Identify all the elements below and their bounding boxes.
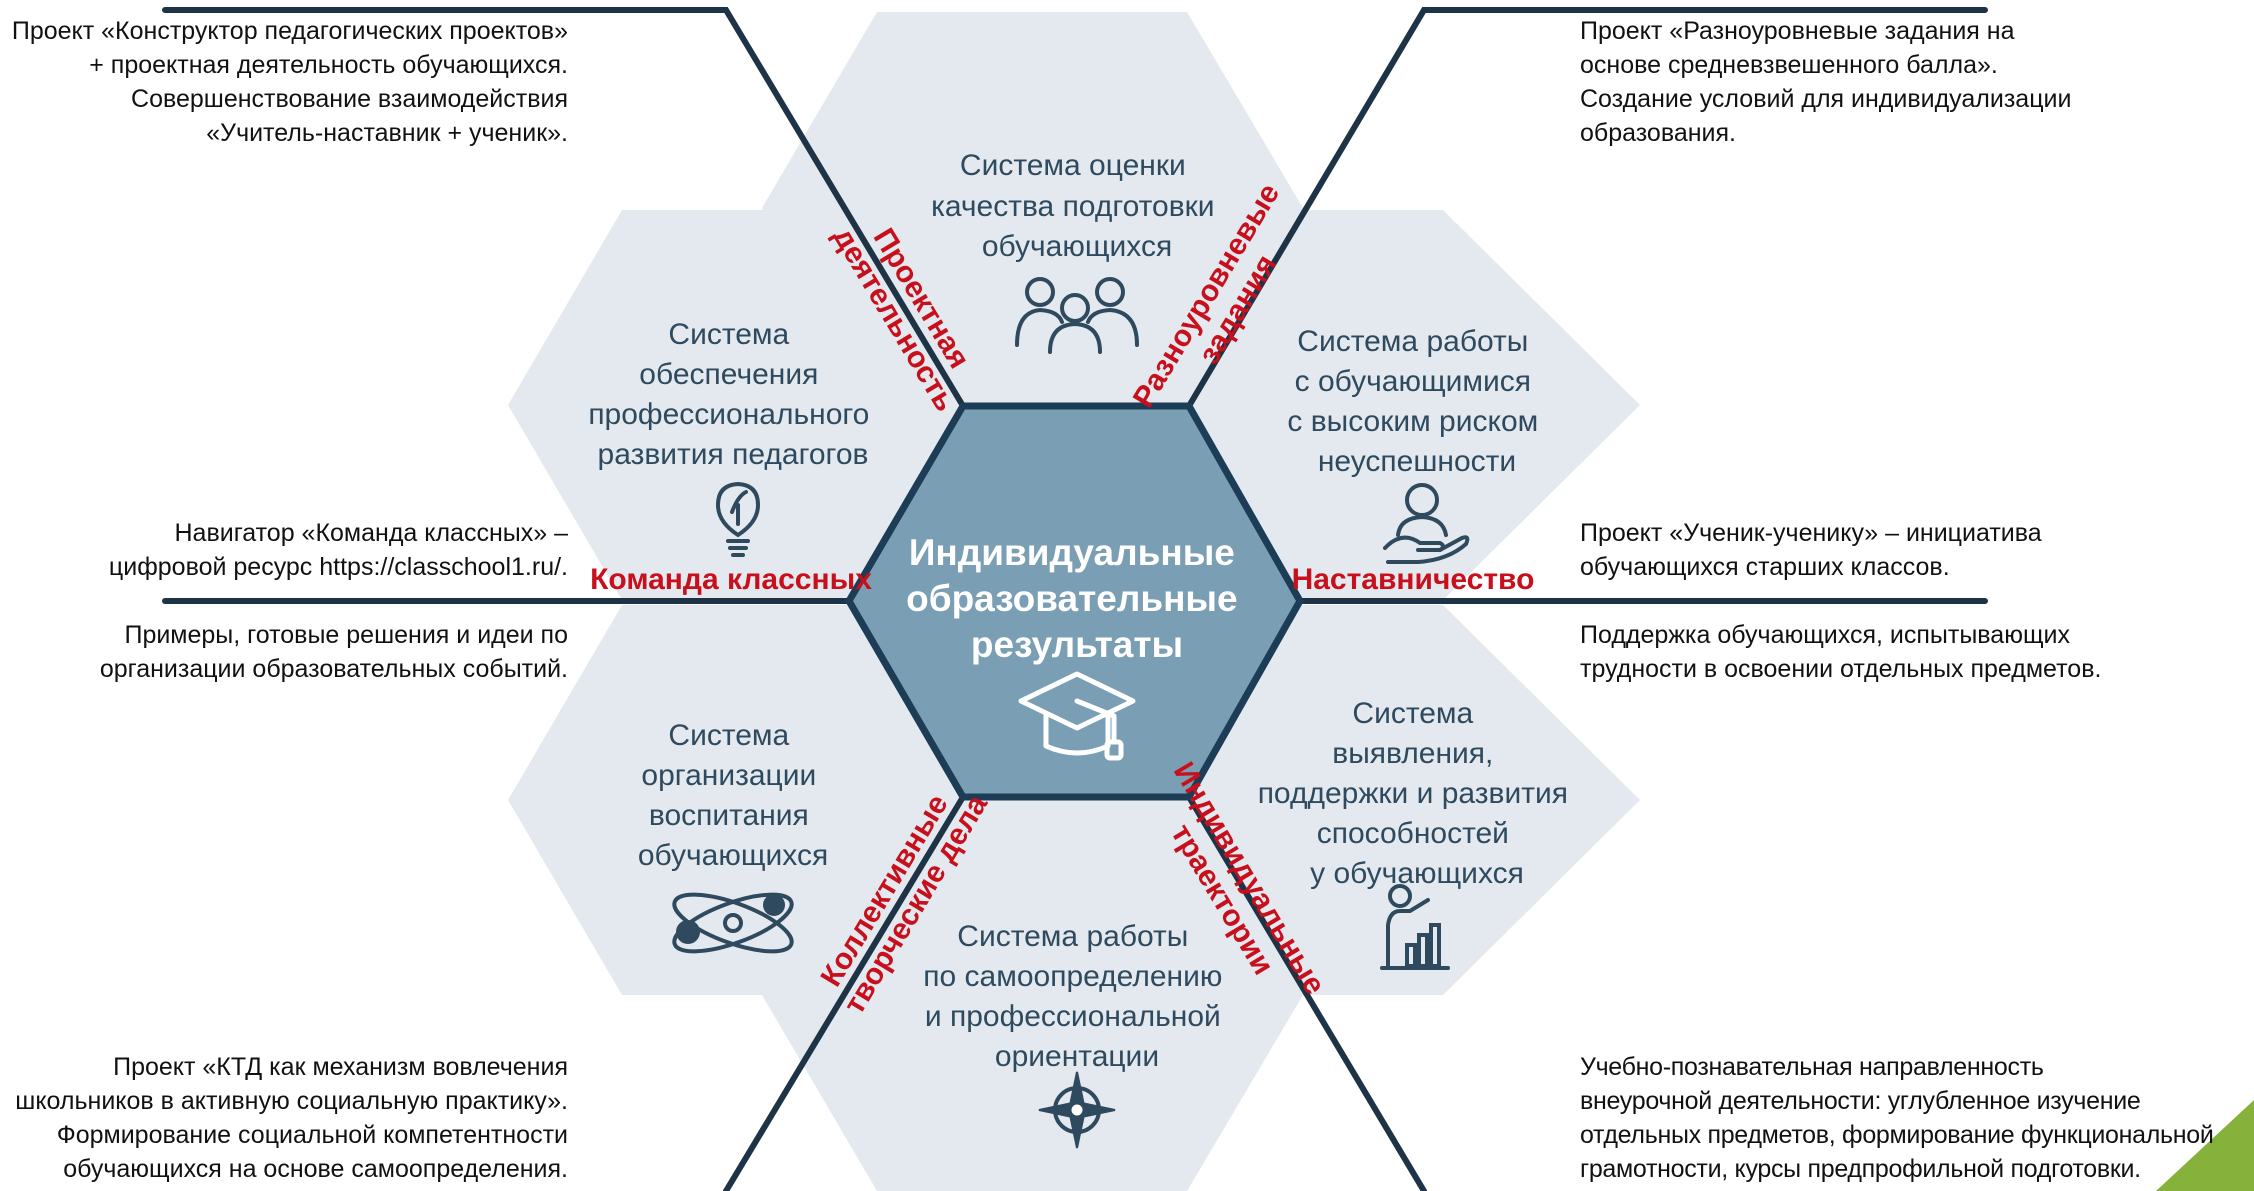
note-bottom-left: Проект «КТД как механизм вовлечения школ… bbox=[15, 1053, 568, 1183]
hexagon-upper-left-line-3: профессионального bbox=[588, 398, 869, 431]
hexagon-upper-left-line-4: развития педагогов bbox=[598, 438, 869, 471]
note-mid-right-lower: Поддержка обучающихся, испытывающих труд… bbox=[1580, 621, 2102, 683]
hexagon-upper-left bbox=[508, 210, 961, 600]
hexagon-bottom bbox=[762, 800, 1303, 1191]
hexagon-top-line-1: Система оценки bbox=[960, 149, 1186, 182]
note-bottom-right: Учебно-познавательная направленность вне… bbox=[1580, 1053, 2214, 1183]
hexagon-lower-left-line-3: воспитания bbox=[649, 799, 809, 832]
hexagon-upper-right-line-2: с обучающимися bbox=[1295, 365, 1531, 398]
hexagon-lower-right-line-2: выявления, bbox=[1332, 737, 1493, 770]
center-title-line-1: Индивидуальные bbox=[909, 532, 1235, 573]
hexagon-lower-left-line-2: организации bbox=[641, 759, 816, 792]
line-top-right bbox=[1186, 7, 1988, 409]
note-mid-right-upper: Проект «Ученик-ученику» – инициатива обу… bbox=[1580, 519, 2042, 581]
hexagon-upper-right-line-1: Система работы bbox=[1297, 325, 1528, 358]
hexagon-bottom-line-2: по самоопределению bbox=[923, 960, 1222, 993]
hexagon-upper-right-title: Система работы с обучающимися с высоким … bbox=[1287, 325, 1546, 478]
hexagon-lower-right-line-5: у обучающихся bbox=[1310, 857, 1524, 890]
hexagon-upper-left-line-1: Система bbox=[668, 318, 789, 351]
center-title: Индивидуальные образовательные результат… bbox=[906, 532, 1248, 665]
hexagon-top-line-2: качества подготовки bbox=[931, 190, 1214, 223]
line-bottom-left bbox=[723, 794, 966, 1191]
hexagon-top-line-3: обучающихся bbox=[982, 230, 1172, 263]
connector-lines bbox=[162, 7, 1988, 1191]
label-class-team: Команда классных bbox=[590, 563, 872, 596]
note-mid-left-upper: Навигатор «Команда классных» – цифровой … bbox=[108, 519, 568, 581]
note-top-left: Проект «Конструктор педагогических проек… bbox=[11, 17, 568, 147]
hexagon-lower-right-title: Система выявления, поддержки и развития … bbox=[1258, 697, 1577, 890]
hexagon-lower-left-line-1: Система bbox=[668, 719, 789, 752]
compass-icon bbox=[1038, 1071, 1116, 1149]
atom-icon bbox=[672, 892, 794, 954]
center-title-line-3: результаты bbox=[971, 624, 1183, 665]
hexagon-bottom-line-4: ориентации bbox=[995, 1040, 1159, 1073]
hexagon-lower-left-line-4: обучающихся bbox=[638, 839, 828, 872]
hand-support-icon bbox=[1383, 483, 1470, 564]
corner-decoration bbox=[2156, 1100, 2254, 1191]
note-mid-left-lower: Примеры, готовые решения и идеи по орган… bbox=[99, 621, 568, 683]
label-mentoring: Наставничество bbox=[1292, 563, 1535, 596]
hexagon-lower-right-line-1: Система bbox=[1352, 697, 1473, 730]
hexagon-bottom-title: Система работы по самоопределению и проф… bbox=[923, 920, 1230, 1073]
hexagon-lower-right-line-3: поддержки и развития bbox=[1258, 777, 1568, 810]
hexagon-upper-left-line-2: обеспечения bbox=[639, 358, 818, 391]
line-bottom-right bbox=[1186, 794, 1427, 1191]
hexagon-lower-right-line-4: способностей bbox=[1317, 817, 1509, 850]
hexagon-upper-right-line-4: неуспешности bbox=[1318, 445, 1516, 478]
hexagon-bottom-line-1: Система работы bbox=[957, 920, 1188, 953]
note-top-right: Проект «Разноуровневые задания на основе… bbox=[1580, 17, 2072, 147]
lightbulb-icon bbox=[715, 481, 761, 557]
graduation-cap-icon bbox=[1018, 671, 1136, 761]
hexagon-lower-left-title: Система организации воспитания обучающих… bbox=[638, 719, 828, 872]
hexagon-upper-left-title: Система обеспечения профессионального ра… bbox=[588, 318, 877, 471]
hexagon-bottom-line-3: и профессиональной bbox=[925, 1000, 1221, 1033]
center-title-line-2: образовательные bbox=[906, 578, 1237, 619]
hexagon-top-title: Система оценки качества подготовки обуча… bbox=[931, 149, 1223, 263]
hexagon-center bbox=[844, 402, 1305, 801]
people-group-icon bbox=[1015, 277, 1139, 354]
hexagon-upper-right-line-3: с высоким риском bbox=[1287, 405, 1538, 438]
line-top-left bbox=[162, 7, 966, 409]
growth-chart-icon bbox=[1380, 884, 1450, 970]
